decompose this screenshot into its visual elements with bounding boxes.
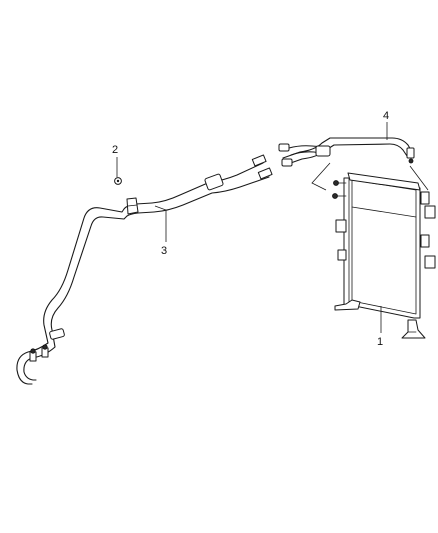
callout-2: 2: [112, 144, 118, 156]
cooler-mount-tab-right-mid: [420, 234, 430, 248]
hose-right-fitting: [406, 147, 415, 159]
lower-line-clamp: [49, 328, 65, 340]
cooler-mount-tab-left-upper: [335, 219, 347, 233]
cooler-mount-tab-right-upper: [420, 191, 430, 205]
lower-fitting-nut-1: [30, 348, 36, 354]
line-clamp: [204, 173, 224, 191]
leader-lines: [116, 122, 388, 333]
leader-3: [154, 205, 167, 242]
hose-right-nut: [408, 158, 414, 164]
cooler-hose-assembly: [278, 137, 429, 191]
callout-1: 1: [377, 336, 383, 348]
oil-cooler: [332, 172, 436, 339]
cooler-line-assembly: [16, 154, 273, 385]
line-end-fitting-lower: [257, 167, 273, 180]
hose-clamp: [315, 145, 331, 157]
line-bracket: [126, 197, 139, 215]
hose-end-fitting-lower: [281, 158, 293, 167]
cooler-bottom-bracket-right: [401, 319, 426, 339]
cooler-bottom-bracket-left: [334, 299, 361, 311]
cooler-mount-tab-right-lower: [424, 255, 436, 269]
hose-end-fitting-upper: [278, 143, 290, 152]
cooler-mount-tab-left-lower: [337, 249, 347, 261]
callout-4: 4: [383, 110, 389, 122]
nut-part: [114, 177, 122, 185]
line-end-fitting-upper: [251, 154, 267, 167]
lower-fitting-nut-2: [42, 344, 48, 350]
cooler-mount-tab-right: [424, 205, 436, 219]
callout-3: 3: [161, 245, 167, 257]
